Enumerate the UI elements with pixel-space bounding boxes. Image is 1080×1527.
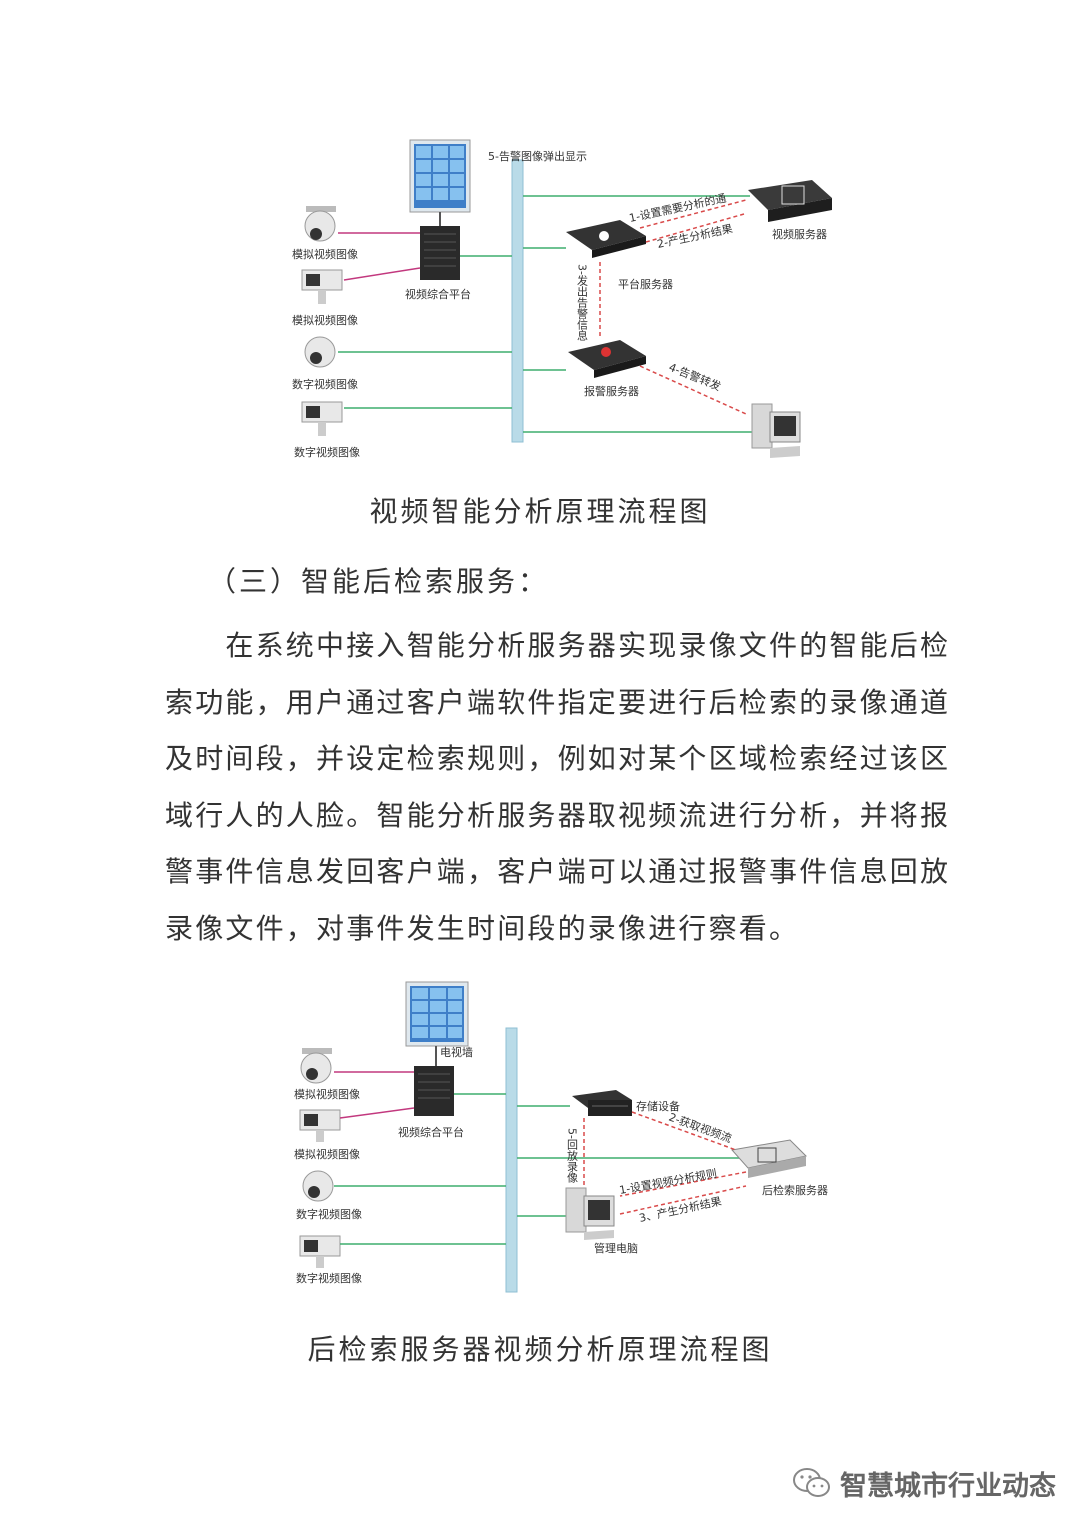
- wechat-icon: [793, 1468, 830, 1497]
- paragraph-line: 在系统中接入智能分析服务器实现录像文件的智能后检: [165, 629, 951, 662]
- paragraph-line: 域行人的人脸。智能分析服务器取视频流进行分析，并将报: [165, 798, 951, 832]
- caption-diagram-2: 后检索服务器视频分析原理流程图: [307, 1333, 773, 1366]
- label-produce-result: 2-产生分析结果: [656, 221, 734, 251]
- tv-wall-icon: [405, 981, 469, 1047]
- label-produce-result: 3、产生分析结果: [638, 1194, 723, 1225]
- camera-icon: [300, 1048, 332, 1084]
- paragraph-line: 录像文件，对事件发生时间段的录像进行察看。: [165, 911, 800, 945]
- label-set-rules: 1-设置视频分析规则: [618, 1166, 718, 1197]
- label-cam3: 数字视频图像: [296, 1207, 362, 1221]
- label-cam3: 数字视频图像: [292, 377, 358, 391]
- camera-icon: [299, 1235, 341, 1268]
- label-cam1: 模拟视频图像: [292, 247, 358, 261]
- diagram-video-analysis: 视频综合平台 模拟视频图像 模拟视频图像 数字视频图像 数字视频图像 视频服务器: [292, 139, 832, 459]
- network-bus: [505, 1027, 518, 1293]
- paragraph-line: 索功能，用户通过客户端软件指定要进行后检索的录像通道: [165, 685, 951, 719]
- label-cam2: 模拟视频图像: [292, 313, 358, 327]
- network-bus: [511, 159, 524, 443]
- storage-device-icon: [572, 1090, 632, 1116]
- camera-icon: [301, 269, 343, 304]
- watermark-text: 智慧城市行业动态: [840, 1470, 1056, 1502]
- label-storage: 存储设备: [636, 1099, 680, 1113]
- camera-icon: [301, 401, 343, 436]
- camera-icon: [304, 206, 336, 242]
- label-alarm-vertical: 3-发出告警信息: [576, 264, 589, 341]
- paragraph-line: 警事件信息发回客户端，客户端可以通过报警事件信息回放: [165, 855, 951, 888]
- platform-server-icon: [566, 220, 646, 258]
- alarm-server-icon: [568, 340, 646, 378]
- video-server-icon: [748, 180, 832, 222]
- label-cam4: 数字视频图像: [296, 1271, 362, 1285]
- label-alarm-server: 报警服务器: [584, 384, 639, 398]
- body-paragraph: 在系统中接入智能分析服务器实现录像文件的智能后检 索功能，用户通过客户端软件指定…: [165, 618, 951, 957]
- camera-icon: [299, 1109, 341, 1142]
- label-platform: 视频综合平台: [405, 287, 471, 301]
- search-server-icon: [731, 1139, 808, 1178]
- label-search-server: 后检索服务器: [762, 1183, 828, 1197]
- label-tv-wall: 电视墙: [440, 1045, 473, 1059]
- label-playback-vertical: 5-回放录像: [566, 1128, 579, 1183]
- section-heading: （三）智能后检索服务：: [208, 565, 550, 598]
- label-platform: 视频综合平台: [398, 1125, 464, 1139]
- platform-rack-icon: [420, 226, 460, 280]
- label-get-stream: 2-获取视频流: [667, 1110, 734, 1146]
- label-cam1: 模拟视频图像: [294, 1087, 360, 1101]
- label-video-server: 视频服务器: [772, 227, 827, 241]
- platform-rack-icon: [414, 1066, 454, 1116]
- computer-icon: [751, 403, 801, 458]
- label-display-popup: 5-告警图像弹出显示: [488, 149, 587, 163]
- computer-icon: [565, 1187, 615, 1240]
- camera-icon: [302, 1170, 334, 1202]
- label-cam4: 数字视频图像: [294, 445, 360, 459]
- caption-diagram-1: 视频智能分析原理流程图: [369, 495, 711, 528]
- label-alarm-forward: 4-告警转发: [667, 360, 723, 394]
- camera-icon: [304, 336, 336, 368]
- label-platform-server: 平台服务器: [618, 277, 673, 291]
- paragraph-line: 及时间段，并设定检索规则，例如对某个区域检索经过该区: [165, 742, 951, 775]
- account-watermark: 智慧城市行业动态: [792, 1458, 1056, 1508]
- label-cam2: 模拟视频图像: [294, 1147, 360, 1161]
- video-wall: [409, 139, 471, 213]
- label-mgmt-pc: 管理电脑: [594, 1241, 638, 1255]
